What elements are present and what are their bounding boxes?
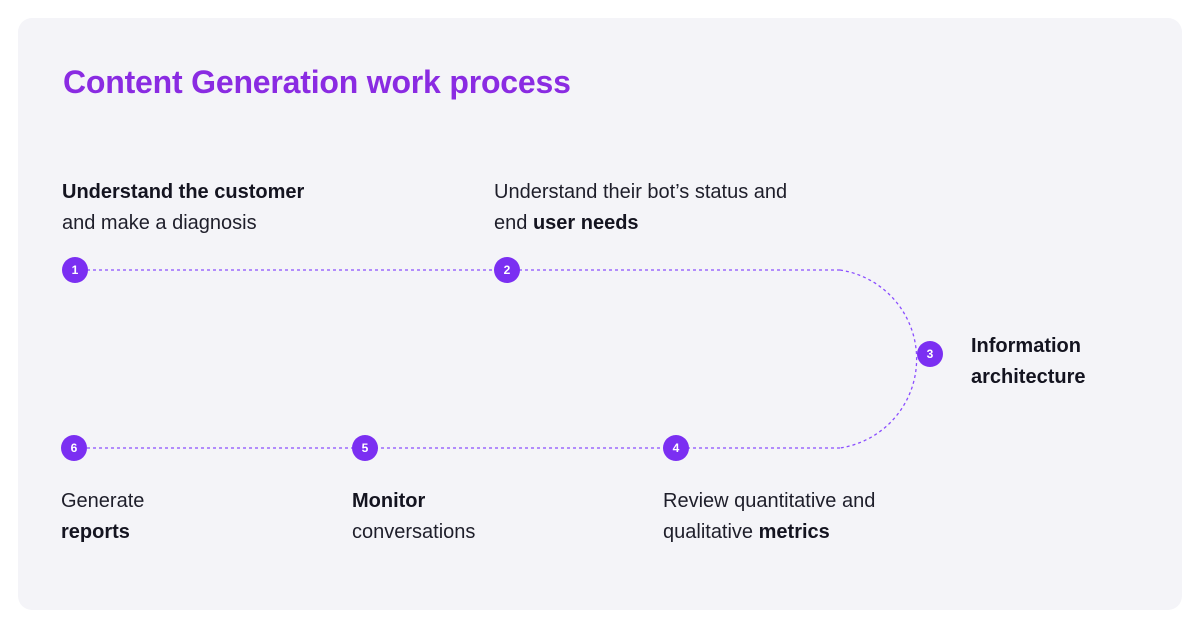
step-label-line: Monitor: [352, 486, 475, 517]
step-label-text: qualitative: [663, 521, 759, 543]
step-label-bold-text: reports: [61, 521, 130, 543]
step-label-3: Information architecture: [971, 331, 1086, 393]
process-card: [18, 18, 1182, 610]
step-label-5: Monitor conversations: [352, 486, 475, 548]
step-node-2: 2: [494, 257, 520, 283]
step-label-line: reports: [61, 517, 144, 548]
step-node-4: 4: [663, 435, 689, 461]
step-node-3: 3: [917, 341, 943, 367]
step-label-1: Understand the customer and make a diagno…: [62, 177, 304, 239]
step-label-text: and make a diagnosis: [62, 212, 257, 234]
step-label-text: conversations: [352, 521, 476, 543]
step-label-line: Review quantitative and: [663, 486, 875, 517]
step-label-line: conversations: [352, 517, 475, 548]
step-label-text: Understand their bot’s status and: [494, 181, 788, 203]
step-label-line: Generate: [61, 486, 144, 517]
step-label-bold-text: metrics: [758, 521, 830, 543]
step-label-text: end: [494, 212, 533, 234]
step-node-5: 5: [352, 435, 378, 461]
step-label-line: architecture: [971, 362, 1086, 393]
step-label-bold-text: Monitor: [352, 490, 426, 512]
step-node-1: 1: [62, 257, 88, 283]
step-label-line: Understand the customer: [62, 177, 304, 208]
step-label-2: Understand their bot’s status and end use…: [494, 177, 787, 239]
step-label-bold-text: user needs: [532, 212, 639, 234]
page-title: Content Generation work process: [63, 64, 571, 100]
step-label-bold-text: Understand the customer: [62, 181, 305, 203]
step-label-line: and make a diagnosis: [62, 208, 304, 239]
step-label-bold-text: Information: [971, 335, 1081, 357]
step-label-line: end user needs: [494, 208, 787, 239]
step-label-bold-text: architecture: [971, 366, 1086, 388]
step-label-line: Information: [971, 331, 1086, 362]
step-label-4: Review quantitative and qualitative metri…: [663, 486, 875, 548]
step-label-text: Generate: [61, 490, 145, 512]
step-label-line: Understand their bot’s status and: [494, 177, 787, 208]
step-label-text: Review quantitative and: [663, 490, 876, 512]
step-label-6: Generate reports: [61, 486, 144, 548]
step-label-line: qualitative metrics: [663, 517, 875, 548]
step-node-6: 6: [61, 435, 87, 461]
